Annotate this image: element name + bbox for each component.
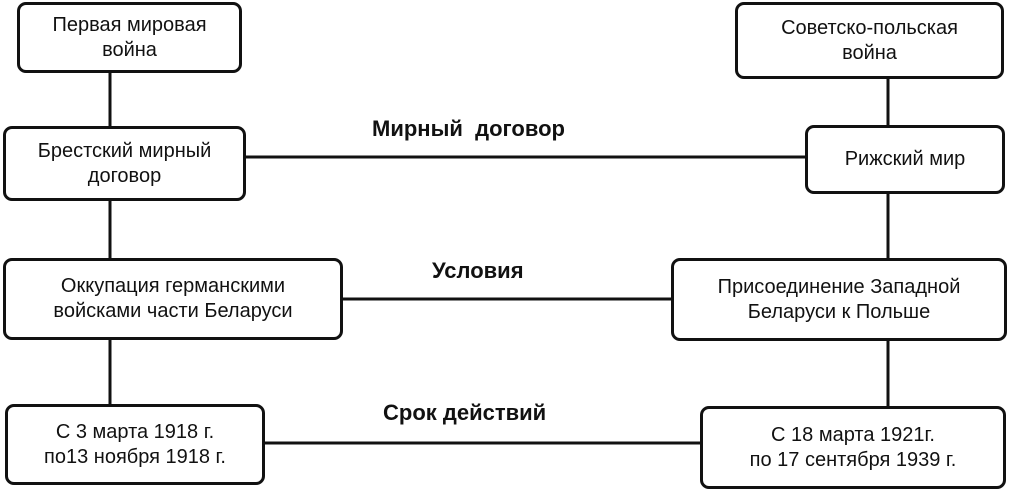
- row-label-peace-treaty: Мирный договор: [372, 116, 565, 141]
- box-riga-peace: Рижский мир: [805, 125, 1005, 194]
- box-brest-duration-text: С 3 марта 1918 г.по13 ноября 1918 г.: [44, 420, 226, 468]
- row-label-duration: Срок действий: [383, 400, 547, 425]
- box-brest-duration: С 3 марта 1918 г.по13 ноября 1918 г.: [5, 404, 265, 485]
- row-label-conditions: Условия: [432, 258, 524, 283]
- box-riga-duration-text: С 18 марта 1921г.по 17 сентября 1939 г.: [749, 423, 957, 471]
- box-riga-peace-text: Рижский мир: [844, 148, 966, 170]
- box-riga-duration: С 18 марта 1921г.по 17 сентября 1939 г.: [700, 406, 1006, 489]
